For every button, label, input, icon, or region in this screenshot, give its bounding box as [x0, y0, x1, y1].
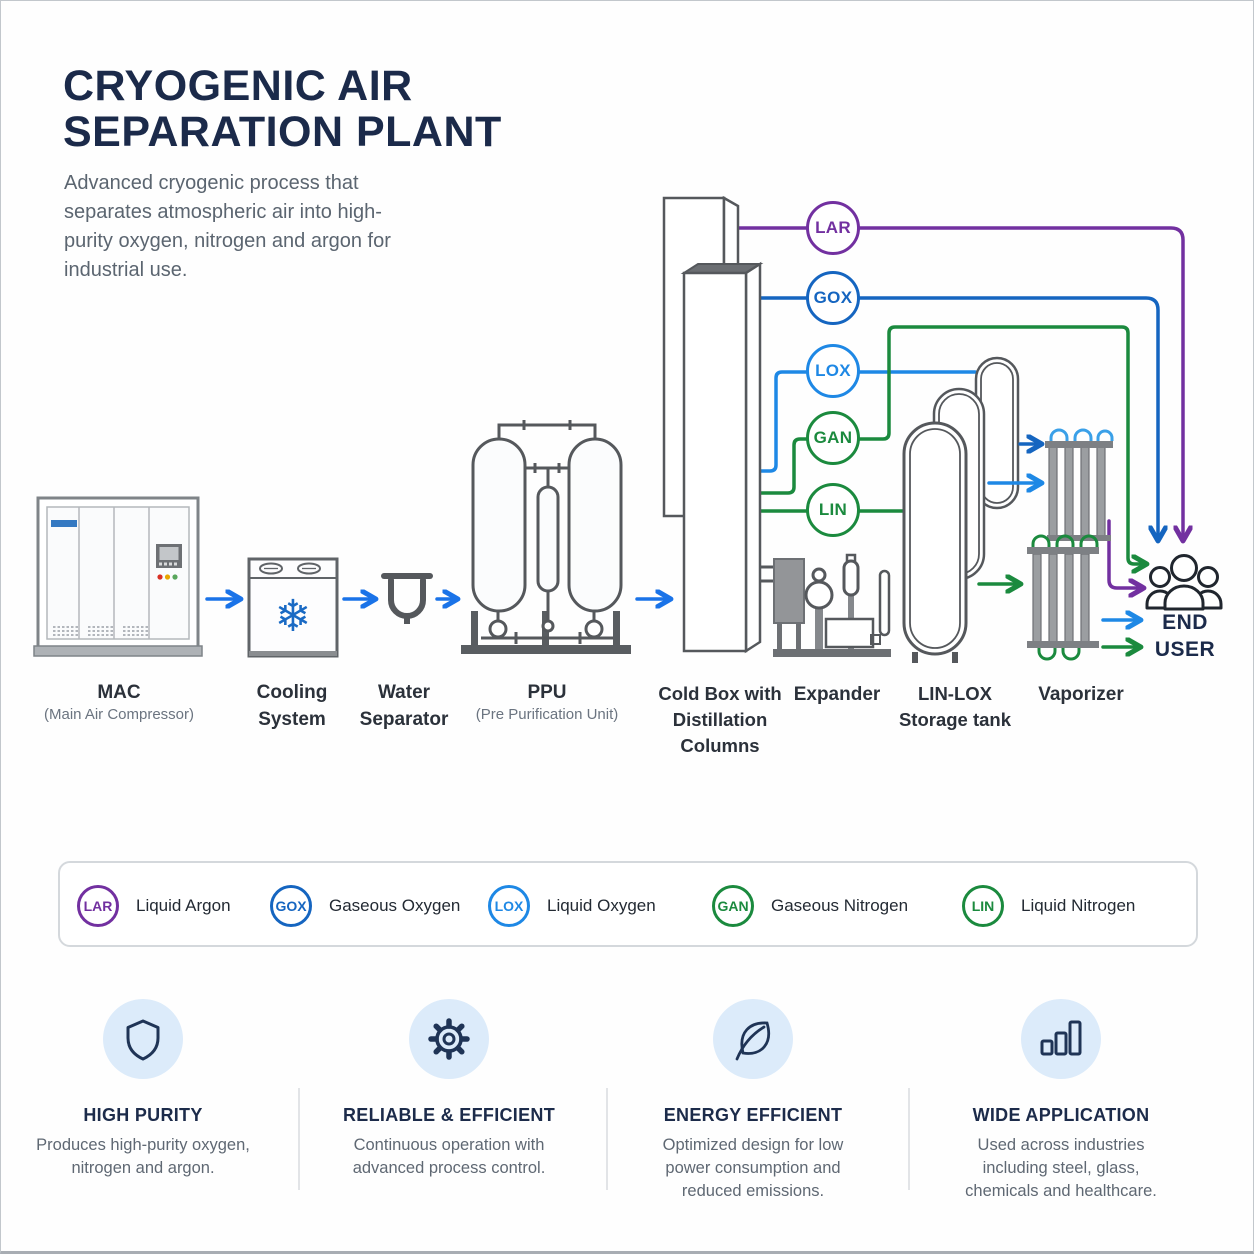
ppu-unit	[461, 420, 631, 654]
leaf-icon	[713, 999, 793, 1079]
feature-title: ENERGY EFFICIENT	[663, 1105, 843, 1125]
legend-item-gan: GAN Gaseous Nitrogen	[712, 883, 908, 929]
feature-wide-application: WIDE APPLICATION Used across industries …	[931, 999, 1191, 1203]
cold-box-unit	[662, 195, 774, 654]
feature-description: Continuous operation with advanced proce…	[352, 1136, 546, 1177]
badge-gox-code: GOX	[813, 288, 853, 307]
legend-label: Liquid Oxygen	[547, 896, 656, 915]
legend-circle-lin: LIN	[962, 885, 1004, 927]
legend-item-lar: LAR Liquid Argon	[77, 883, 231, 929]
snowflake-icon: ❄	[275, 591, 312, 642]
badge-gox: GOX	[806, 271, 860, 325]
process-flow-diagram: ❄	[33, 195, 1223, 663]
feature-description: Used across industries including steel, …	[965, 1136, 1157, 1200]
page-description: Advanced cryogenic process that separate…	[64, 172, 391, 281]
page-title: CRYOGENIC AIR SEPARATION PLANT	[63, 63, 543, 155]
expander-unit	[773, 553, 891, 657]
legend-code: GOX	[275, 898, 307, 914]
legend-label: Liquid Nitrogen	[1021, 896, 1136, 915]
label-cold-box: Cold Box with Distillation Columns	[658, 683, 782, 756]
label-ppu: PPU	[527, 682, 567, 703]
feature-energy-efficient: ENERGY EFFICIENT Optimized design for lo…	[623, 999, 883, 1203]
badge-lin-code: LIN	[818, 500, 848, 519]
feature-divider	[298, 1088, 300, 1190]
gan-line	[743, 325, 1145, 564]
legend-code: LIN	[971, 898, 995, 914]
shield-icon	[103, 999, 183, 1079]
label-end-user: END USER	[1154, 611, 1216, 661]
badge-lar: LAR	[806, 201, 860, 255]
lar-line	[723, 226, 1183, 539]
legend-code: LOX	[494, 898, 524, 914]
badge-lox-code: LOX	[815, 361, 851, 380]
feature-title: HIGH PURITY	[83, 1105, 203, 1125]
legend-circle-gox: GOX	[270, 885, 312, 927]
badge-gan-code: GAN	[813, 428, 853, 447]
label-mac: MAC	[97, 682, 141, 703]
legend-label: Gaseous Nitrogen	[771, 896, 909, 915]
feature-divider	[908, 1088, 910, 1190]
legend-circle-gan: GAN	[712, 885, 754, 927]
gear-icon	[409, 999, 489, 1079]
badge-gan: GAN	[806, 411, 860, 465]
cooling-system-unit: ❄	[247, 557, 339, 658]
feature-title: RELIABLE & EFFICIENT	[343, 1105, 555, 1125]
lar-vaporizer-line	[1107, 519, 1142, 588]
vaporizer-unit	[1027, 428, 1114, 661]
bar-chart-icon	[1021, 999, 1101, 1079]
legend-label: Gaseous Oxygen	[329, 896, 461, 915]
badge-lar-code: LAR	[815, 218, 851, 237]
legend-code: GAN	[717, 898, 749, 914]
feature-high-purity: HIGH PURITY Produces high-purity oxygen,…	[13, 999, 273, 1180]
feature-reliable-efficient: RELIABLE & EFFICIENT Continuous operatio…	[319, 999, 579, 1180]
mac-unit	[33, 496, 203, 657]
legend-item-lox: LOX Liquid Oxygen	[488, 883, 656, 929]
legend-item-gox: GOX Gaseous Oxygen	[270, 883, 460, 929]
label-vaporizer: Vaporizer	[1038, 684, 1124, 705]
badge-lin: LIN	[806, 483, 860, 537]
label-expander: Expander	[793, 684, 881, 705]
legend-circle-lox: LOX	[488, 885, 530, 927]
page-title-line2: SEPARATION PLANT	[63, 108, 502, 156]
legend-code: LAR	[83, 898, 113, 914]
label-cooling-system: Cooling System	[256, 682, 328, 730]
feature-title: WIDE APPLICATION	[972, 1105, 1150, 1125]
lox-line	[743, 370, 977, 473]
badge-lox: LOX	[806, 344, 860, 398]
legend-item-lin: LIN Liquid Nitrogen	[962, 883, 1135, 929]
legend-label: Liquid Argon	[136, 896, 231, 915]
label-mac-sub: (Main Air Compressor)	[43, 706, 195, 723]
water-separator-unit	[381, 573, 433, 624]
storage-tank-unit	[902, 356, 1020, 663]
end-user-icon	[1145, 554, 1223, 611]
label-ppu-sub: (Pre Purification Unit)	[475, 706, 619, 723]
legend-circle-lar: LAR	[77, 885, 119, 927]
label-water-separator: Water Separator	[359, 682, 449, 730]
feature-divider	[606, 1088, 608, 1190]
gox-line	[743, 296, 1158, 539]
feature-description: Produces high-purity oxygen, nitrogen an…	[36, 1136, 250, 1177]
feature-description: Optimized design for low power consumpti…	[662, 1136, 844, 1200]
legend-bar: LAR Liquid Argon GOX Gaseous Oxygen LOX …	[58, 861, 1198, 947]
label-storage-tank: LIN-LOX Storage tank	[898, 683, 1012, 730]
mac-blue-stripe	[51, 520, 77, 527]
page-title-line1: CRYOGENIC AIR	[63, 62, 413, 110]
